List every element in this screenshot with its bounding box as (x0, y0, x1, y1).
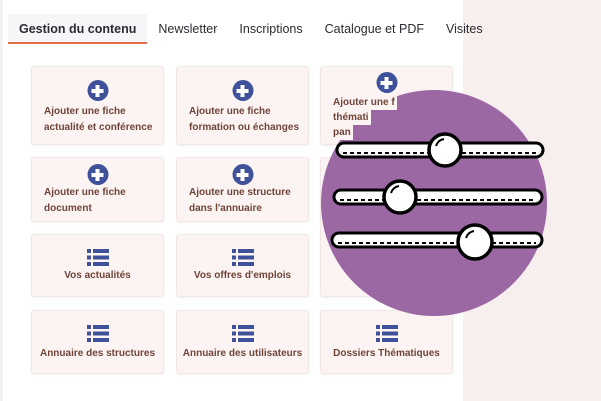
card-label: formation ou échanges (189, 122, 300, 133)
card-label: Ajouter une f (333, 95, 397, 110)
list-icon (375, 325, 398, 342)
dossiers-thematiques-card[interactable]: Dossiers Thématiques (320, 310, 453, 374)
list-icon (86, 249, 109, 266)
add-actualite-card[interactable]: Ajouter une fiche actualité et conférence (31, 66, 164, 145)
tab-inscriptions[interactable]: Inscriptions (239, 22, 303, 36)
sliders-icon (330, 132, 545, 261)
plus-circle-icon (376, 72, 397, 93)
card-label: dans l'annuaire (189, 203, 262, 214)
plus-circle-icon (232, 80, 253, 101)
card-label: Ajouter une fiche (44, 106, 126, 117)
annuaire-utilisateurs-card[interactable]: Annuaire des utilisateurs (176, 310, 309, 374)
card-label: Vos offres d'emplois (193, 270, 292, 281)
card-label: thémati (333, 110, 371, 125)
tab-gestion-du-contenu[interactable]: Gestion du contenu (8, 14, 148, 44)
list-icon (231, 249, 254, 266)
annuaire-structures-card[interactable]: Annuaire des structures (31, 310, 164, 374)
plus-circle-icon (232, 164, 253, 185)
tab-newsletter[interactable]: Newsletter (158, 22, 218, 36)
vos-actualites-card[interactable]: Vos actualités (31, 234, 164, 297)
card-label: Annuaire des utilisateurs (182, 348, 303, 359)
tab-catalogue-et-pdf[interactable]: Catalogue et PDF (324, 22, 424, 36)
list-icon (231, 325, 254, 342)
settings-illustration (321, 90, 547, 316)
card-label: Ajouter une fiche (189, 106, 271, 117)
list-icon (86, 325, 109, 342)
tab-bar: Gestion du contenu Newsletter Inscriptio… (8, 14, 494, 44)
card-label: Annuaire des structures (39, 348, 156, 359)
card-label: Ajouter une fiche (44, 187, 126, 198)
left-border (0, 0, 3, 401)
card-label: pan (333, 125, 353, 140)
add-structure-card[interactable]: Ajouter une structure dans l'annuaire (176, 157, 309, 222)
add-document-card[interactable]: Ajouter une fiche document (31, 157, 164, 222)
plus-circle-icon (87, 164, 108, 185)
add-formation-card[interactable]: Ajouter une fiche formation ou échanges (176, 66, 309, 145)
card-label: Vos actualités (64, 270, 131, 281)
plus-circle-icon (87, 80, 108, 101)
card-label: Ajouter une structure (189, 187, 291, 198)
card-label: Dossiers Thématiques (333, 348, 440, 359)
card-label: actualité et conférence (44, 122, 153, 133)
tab-visites[interactable]: Visites (446, 22, 483, 36)
vos-offres-emplois-card[interactable]: Vos offres d'emplois (176, 234, 309, 297)
card-label: document (44, 203, 92, 214)
